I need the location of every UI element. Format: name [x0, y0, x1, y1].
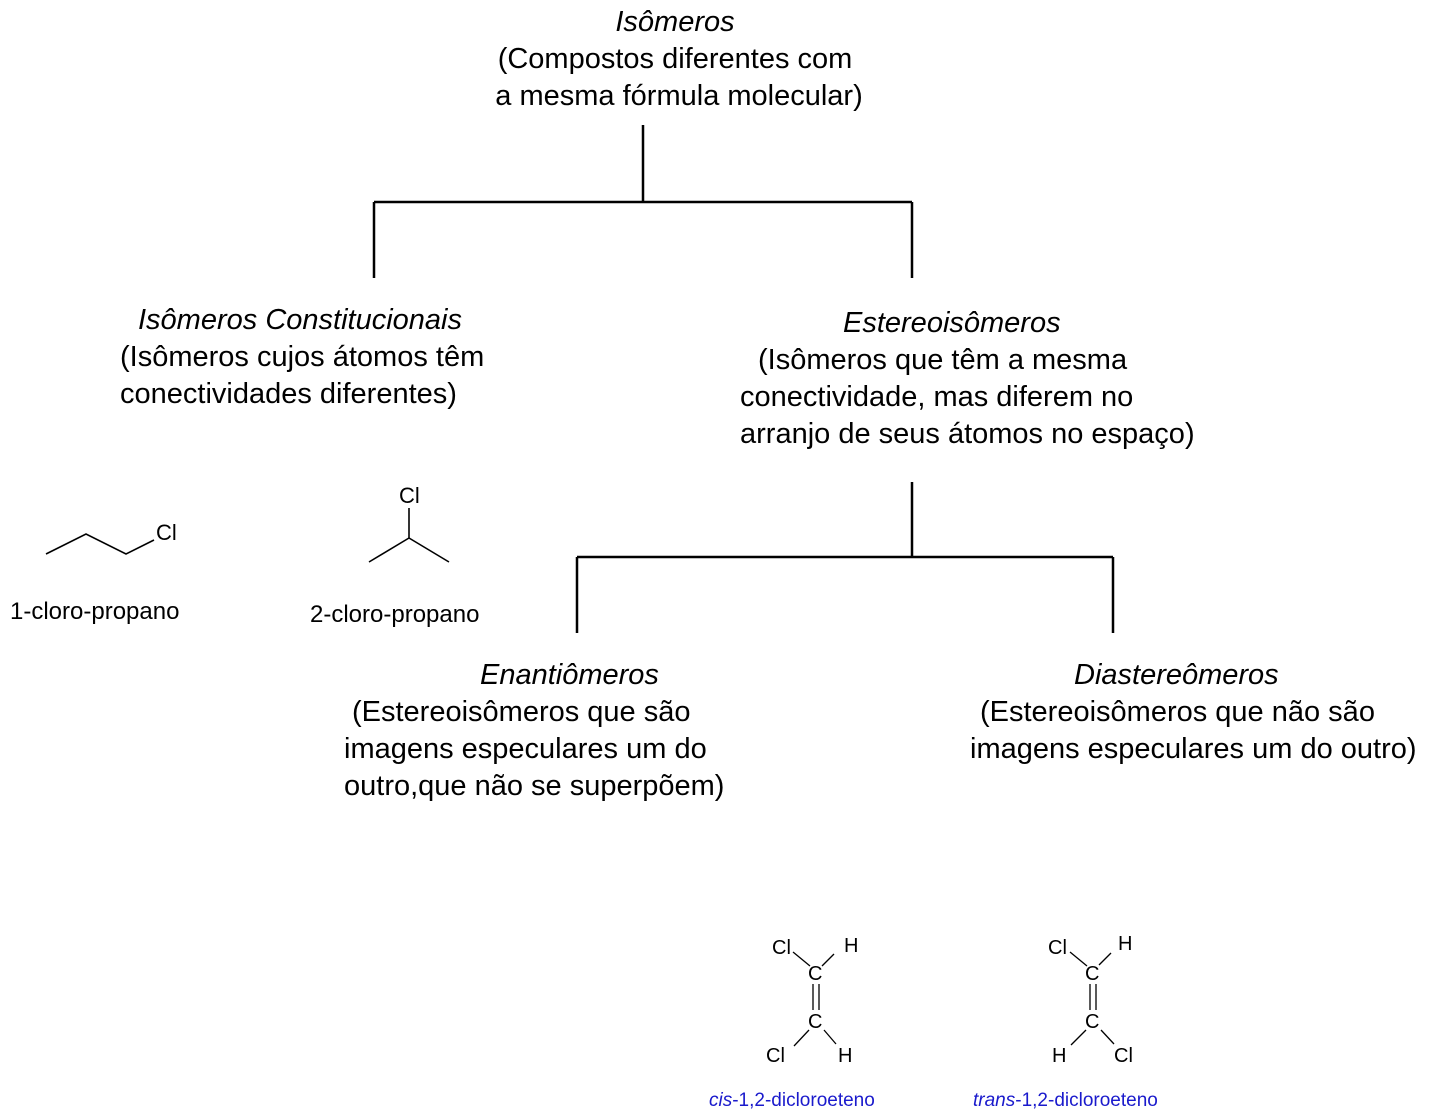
root-title: Isômeros: [615, 6, 735, 38]
chlorine-atom-label: Cl: [766, 1045, 785, 1067]
molecule-1-chloropropane: Cl: [45, 520, 177, 555]
enantiomers-desc-line-2: imagens especulares um do: [344, 733, 707, 765]
chlorine-atom-label: Cl: [399, 483, 420, 508]
stereo-node: Estereoisômeros (Isômeros que têm a mesm…: [740, 305, 1195, 453]
caption-prefix: cis: [709, 1090, 733, 1111]
molecule-trans-dichloroethene: Cl H C C H Cl: [1048, 933, 1133, 1067]
root-desc-line-2: a mesma fórmula molecular): [487, 80, 863, 112]
hydrogen-atom-label: H: [844, 935, 858, 957]
carbon-atom-label: C: [1085, 963, 1099, 985]
caption-prefix: trans: [973, 1090, 1016, 1111]
chlorine-atom-label: Cl: [156, 520, 177, 545]
diastereomers-desc-line-2: imagens especulares um do outro): [970, 733, 1417, 765]
diastereomers-desc-line-1: (Estereoisômeros que não são: [980, 696, 1375, 728]
molecule-2-chloropropane: Cl: [368, 483, 450, 563]
constitutional-node: Isômeros Constitucionais (Isômeros cujos…: [120, 302, 484, 413]
root-desc-line-1: (Compostos diferentes com: [497, 43, 853, 75]
stereo-title: Estereoisômeros: [843, 307, 1061, 339]
enantiomers-node: Enantiômeros (Estereoisômeros que são im…: [344, 657, 724, 805]
molecule-cis-dichloroethene-label: cis-1,2-dicloroeteno: [709, 1090, 875, 1112]
enantiomers-title: Enantiômeros: [480, 659, 659, 691]
molecule-1-chloropropane-label: 1-cloro-propano: [10, 598, 180, 625]
chlorine-atom-label: Cl: [772, 937, 791, 959]
stereo-desc-line-1: (Isômeros que têm a mesma: [758, 344, 1128, 376]
constitutional-desc-line-2: conectividades diferentes): [120, 378, 457, 410]
diastereomers-node: Diastereômeros (Estereoisômeros que não …: [970, 657, 1417, 768]
molecule-trans-dichloroethene-label: trans-1,2-dicloroeteno: [973, 1090, 1158, 1112]
carbon-atom-label: C: [1085, 1011, 1099, 1033]
root-node: Isômeros (Compostos diferentes com a mes…: [470, 4, 880, 115]
hydrogen-atom-label: H: [1052, 1045, 1066, 1067]
chlorine-atom-label: Cl: [1114, 1045, 1133, 1067]
chlorine-atom-label: Cl: [1048, 937, 1067, 959]
diastereomers-title: Diastereômeros: [1074, 659, 1279, 691]
constitutional-desc-line-1: (Isômeros cujos átomos têm: [120, 341, 485, 373]
carbon-atom-label: C: [808, 1011, 822, 1033]
molecule-2-chloropropane-label: 2-cloro-propano: [310, 601, 480, 628]
carbon-atom-label: C: [808, 963, 822, 985]
constitutional-title: Isômeros Constitucionais: [138, 304, 462, 336]
stereo-desc-line-3: arranjo de seus átomos no espaço): [740, 418, 1195, 450]
caption-suffix: -1,2-dicloroeteno: [732, 1090, 875, 1111]
enantiomers-desc-line-1: (Estereoisômeros que são: [352, 696, 691, 728]
hydrogen-atom-label: H: [1118, 933, 1132, 955]
enantiomers-desc-line-3: outro,que não se superpõem): [344, 770, 725, 802]
caption-suffix: -1,2-dicloroeteno: [1015, 1090, 1158, 1111]
stereo-desc-line-2: conectividade, mas diferem no: [740, 381, 1134, 413]
molecule-cis-dichloroethene: Cl H C C Cl H: [766, 935, 858, 1067]
hydrogen-atom-label: H: [838, 1045, 852, 1067]
